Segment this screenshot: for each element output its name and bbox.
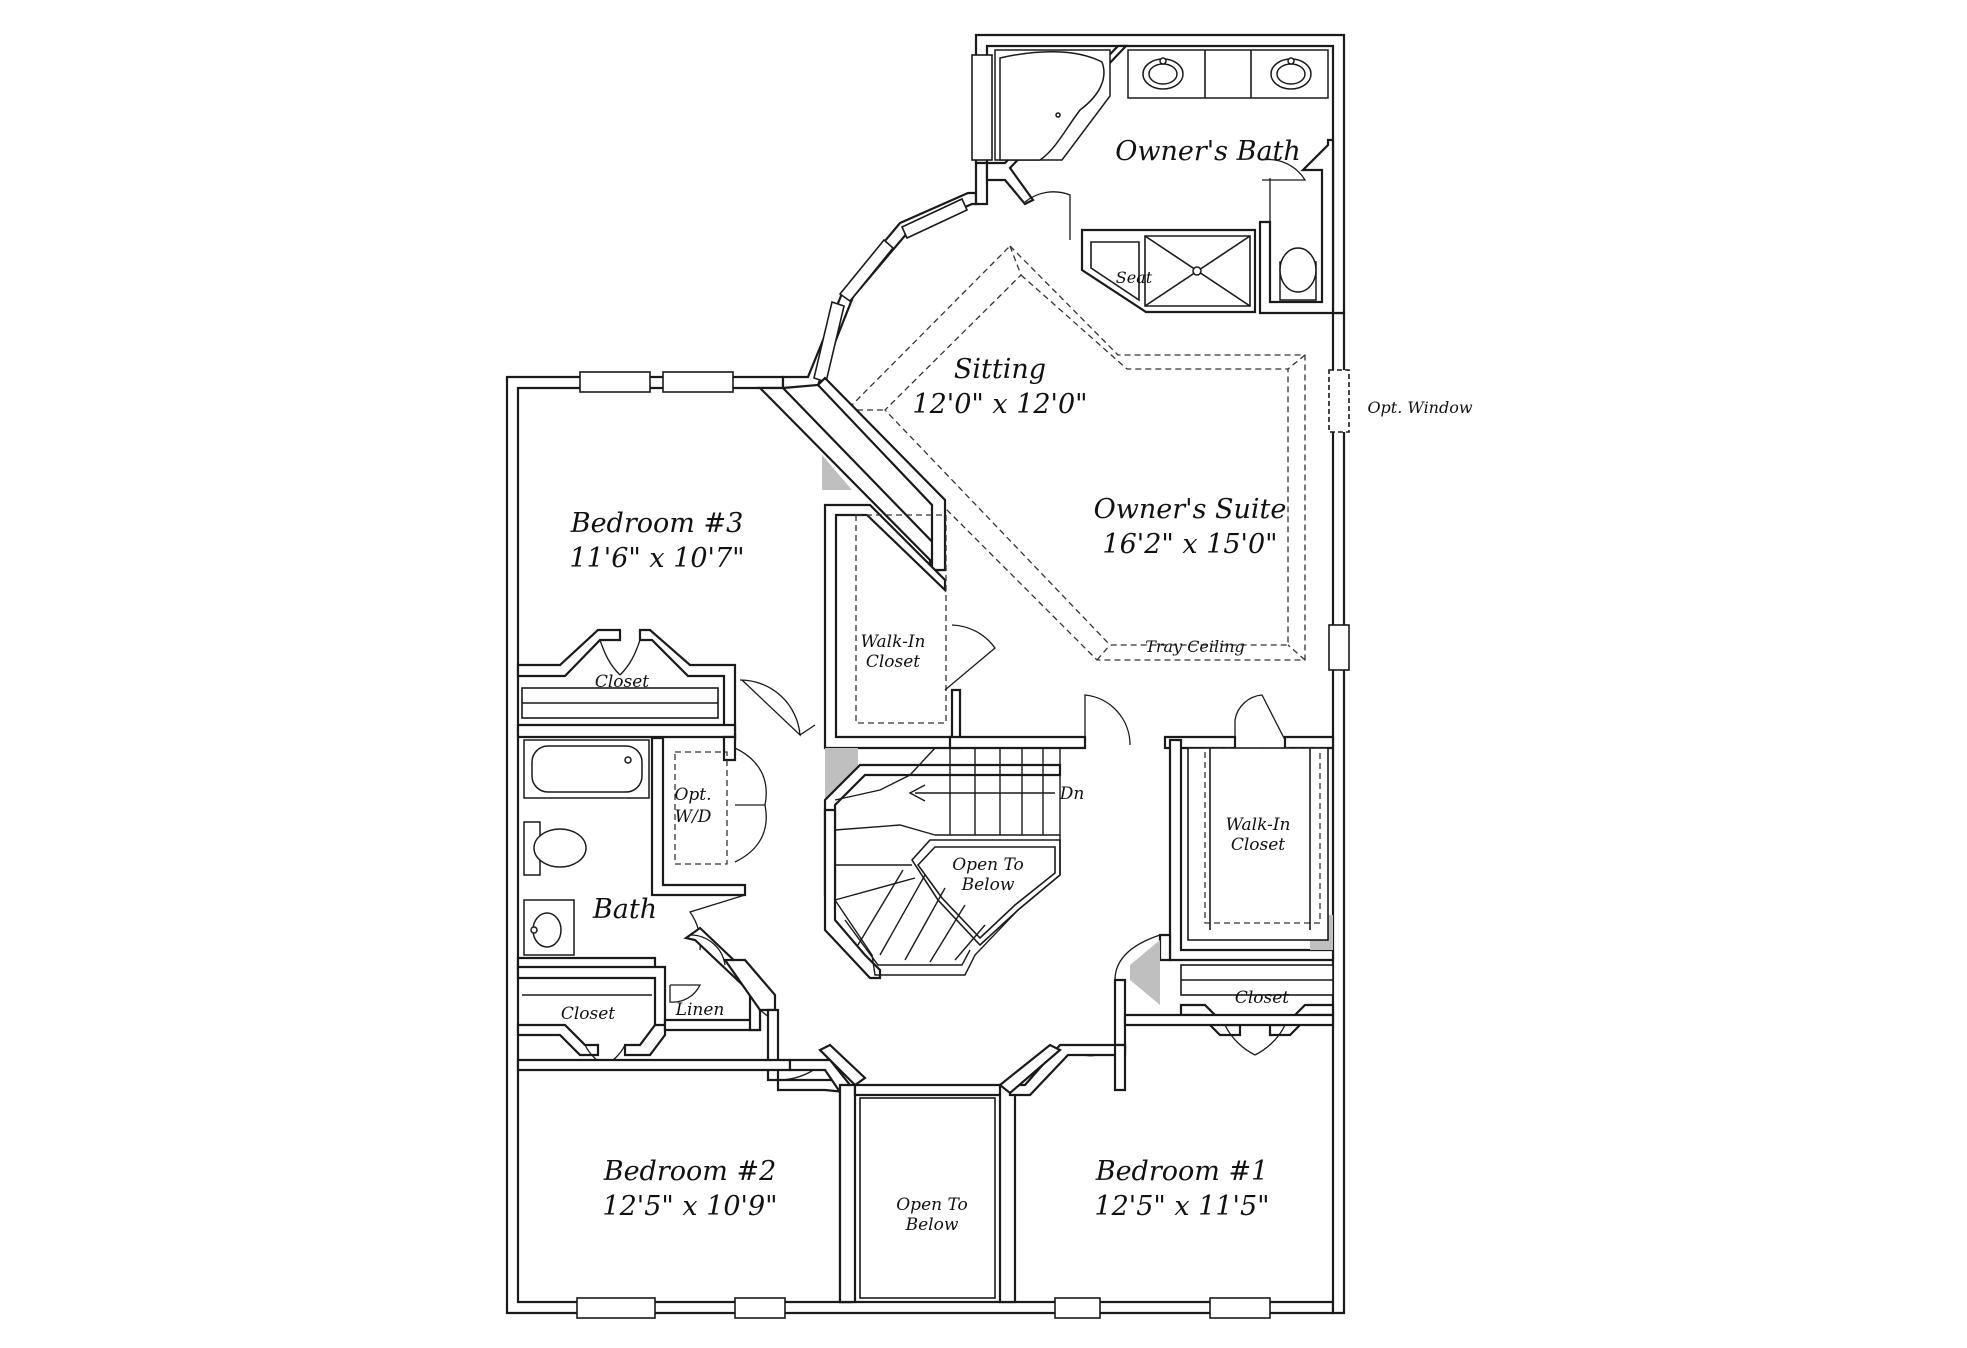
label-open-below-center-2: Below	[905, 1215, 959, 1235]
label-opt-wd-1: Opt.	[674, 785, 711, 805]
label-bedroom1: Bedroom #1	[1095, 1156, 1269, 1187]
label-bedroom3: Bedroom #3	[570, 508, 744, 539]
bottom-rooms	[516, 1013, 1335, 1304]
label-owners-bath: Owner's Bath	[1115, 136, 1301, 167]
label-sitting: Sitting	[954, 354, 1046, 385]
owners-bath-area	[985, 44, 1335, 315]
label-bath: Bath	[592, 894, 657, 925]
label-owners-suite: Owner's Suite	[1094, 494, 1287, 525]
stairs	[822, 455, 1062, 980]
label-open-below-stair-1: Open To	[952, 855, 1024, 875]
label-open-below-center-1: Open To	[896, 1195, 968, 1215]
label-owners-suite-size: 16'2" x 15'0"	[1102, 529, 1277, 560]
label-open-below-stair-2: Below	[961, 875, 1015, 895]
room-labels: Owner's Bath Seat Sitting 12'0" x 12'0" …	[561, 136, 1473, 1235]
tray-ceiling-outline	[846, 245, 1306, 661]
label-opt-window: Opt. Window	[1367, 398, 1472, 417]
label-bedroom2-size: 12'5" x 10'9"	[602, 1191, 777, 1222]
label-bedroom3-size: 11'6" x 10'7"	[569, 543, 744, 574]
label-bedroom2: Bedroom #2	[603, 1156, 777, 1187]
label-bedroom1-closet: Closet	[1235, 988, 1289, 1008]
label-tray-ceiling: Tray Ceiling	[1145, 637, 1245, 656]
bath-area	[516, 723, 836, 1082]
label-walkin-right-1: Walk-In	[1226, 815, 1291, 835]
label-sitting-size: 12'0" x 12'0"	[912, 389, 1087, 420]
label-hall-closet: Closet	[561, 1004, 615, 1024]
right-closets	[1074, 738, 1335, 1057]
label-walkin-left-2: Closet	[866, 652, 920, 672]
label-seat: Seat	[1116, 268, 1153, 287]
label-walkin-right-2: Closet	[1231, 835, 1285, 855]
label-linen: Linen	[675, 1000, 725, 1020]
label-dn: Dn	[1059, 784, 1085, 804]
windows	[576, 54, 1350, 1319]
label-bedroom3-closet: Closet	[595, 672, 649, 692]
label-walkin-left-1: Walk-In	[861, 632, 926, 652]
label-opt-wd-2: W/D	[675, 807, 712, 827]
bedroom3-walls	[516, 376, 1335, 750]
label-bedroom1-size: 12'5" x 11'5"	[1094, 1191, 1269, 1222]
